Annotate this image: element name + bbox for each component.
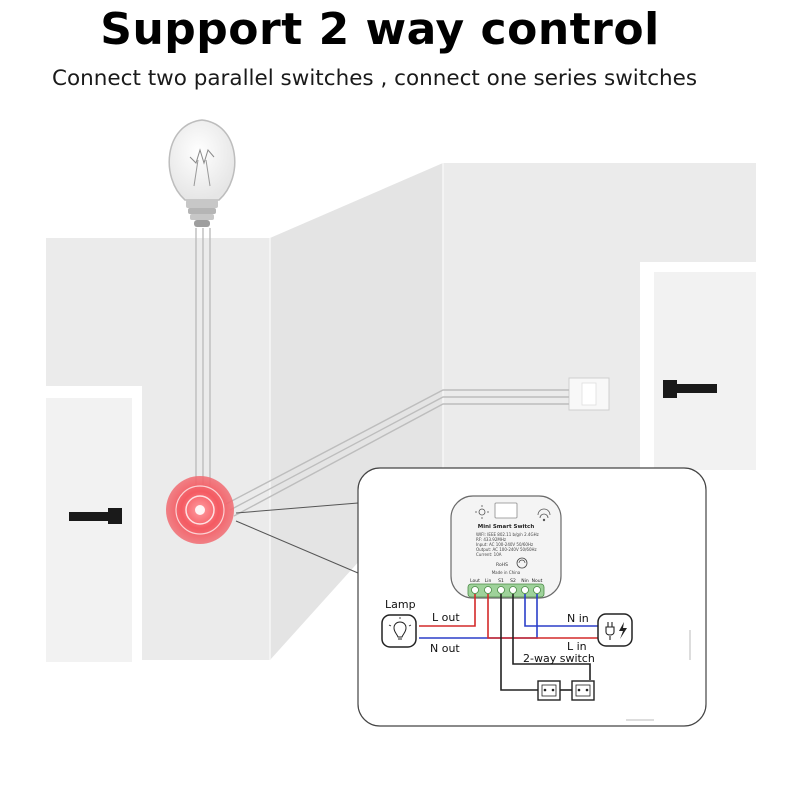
- lamp-label: Lamp: [385, 598, 416, 611]
- module-name: Mini Smart Switch: [478, 524, 535, 530]
- terminal-label: Nin: [521, 578, 529, 584]
- two-way-switch-label: 2-way switch: [523, 652, 595, 665]
- l-in-wire: [487, 594, 598, 639]
- terminal-label: S2: [510, 578, 516, 584]
- rohs-mark: RoHS: [496, 562, 508, 568]
- mini-smart-switch-module: Mini Smart Switch WIFI: IEEE 802.11 b/g/…: [450, 495, 562, 599]
- l-in-label: L in: [567, 640, 587, 653]
- sun-icon: [475, 505, 489, 519]
- terminal-block: [467, 583, 545, 598]
- door-handle: [69, 512, 121, 521]
- n-in-wire: [524, 594, 598, 627]
- middle-wall: [270, 163, 443, 660]
- wiring: [419, 594, 598, 691]
- right-door: [640, 262, 756, 470]
- panel-decor: [626, 630, 691, 721]
- page-title: Support 2 way control: [100, 4, 660, 55]
- made-in-label: Made in China: [492, 570, 521, 575]
- l-out-wire: [419, 594, 476, 627]
- junction-box-highlight: [166, 476, 234, 544]
- room-walls: [46, 163, 756, 660]
- n-in-label: N in: [567, 612, 589, 625]
- s1-wire: [500, 594, 538, 691]
- spec-line: WIFI: IEEE 802.11 b/g/n 2.4GHz: [476, 532, 539, 537]
- page-subtitle: Connect two parallel switches , connect …: [52, 66, 698, 91]
- spec-line: Output: AC 100-240V 50/60Hz: [476, 547, 537, 552]
- n-out-label: N out: [430, 642, 460, 655]
- wifi-signal-icon: [537, 508, 551, 522]
- terminal-label: S1: [498, 578, 504, 584]
- l-out-label: L out: [432, 611, 460, 624]
- terminal-label: Lout: [470, 578, 480, 584]
- two-way-switch-icon: [537, 680, 561, 701]
- terminal-label: Nout: [532, 578, 543, 584]
- door-handle: [663, 384, 717, 393]
- wifi-badge-icon: [516, 557, 528, 569]
- spec-line: RF: 433.92MHz: [476, 537, 506, 542]
- lamp-icon: [381, 614, 417, 648]
- terminal-label: Lin: [485, 578, 492, 584]
- spec-lines: WIFI: IEEE 802.11 b/g/n 2.4GHz RF: 433.9…: [476, 532, 539, 557]
- left-door: [46, 386, 142, 662]
- conduit-lines: [195, 228, 569, 517]
- callout-pointer: [235, 502, 359, 574]
- two-way-switch-icon: [571, 680, 595, 701]
- module-button: [494, 502, 518, 519]
- power-plug-icon: [597, 613, 633, 647]
- spec-line: Input: AC 100-240V 50/60Hz: [476, 542, 533, 547]
- spec-line: Current: 10A: [476, 552, 502, 557]
- s2-wire: [512, 594, 591, 680]
- terminal-labels: Lout Lin S1 S2 Nin Nout: [470, 578, 543, 584]
- light-bulb-icon: [168, 119, 236, 227]
- wall-switch-icon: [568, 377, 610, 411]
